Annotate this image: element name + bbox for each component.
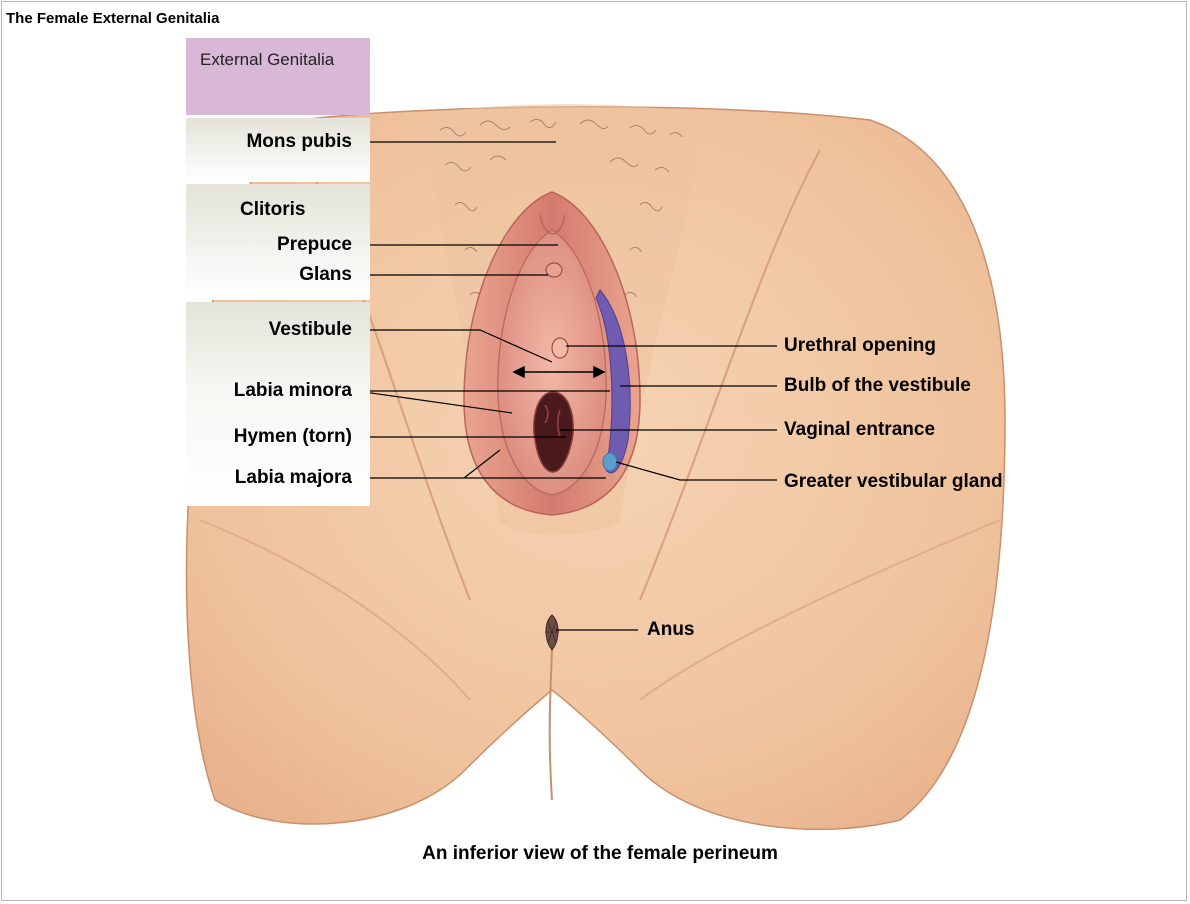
- label-labia-minora: Labia minora: [233, 380, 352, 401]
- label-greater-vestibular-gland: Greater vestibular gland: [784, 471, 1003, 492]
- slide-title: The Female External Genitalia: [6, 10, 220, 27]
- labia-minora-shape: [497, 229, 607, 496]
- urethral-opening-shape: [551, 337, 569, 359]
- prepuce-shape: [539, 214, 566, 235]
- greater-vestibular-gland-shape: [602, 452, 618, 472]
- bulb-of-vestibule-shape: [595, 289, 631, 474]
- panel-segment-mons: [186, 118, 370, 182]
- leader-lines: [356, 141, 777, 631]
- label-bulb-of-vestibule: Bulb of the vestibule: [784, 375, 971, 396]
- label-glans: Glans: [299, 264, 352, 285]
- panel-header-text: External Genitalia: [200, 50, 335, 69]
- panel-header: External Genitalia: [186, 38, 370, 115]
- label-labia-majora: Labia majora: [234, 467, 352, 488]
- figure-caption: An inferior view of the female perineum: [422, 843, 778, 864]
- label-clitoris: Clitoris: [240, 199, 306, 220]
- label-urethral-opening: Urethral opening: [784, 335, 937, 356]
- panel-segment-clitoris: [186, 184, 370, 300]
- vestibule-arrow: [512, 365, 606, 379]
- label-vestibule: Vestibule: [268, 319, 352, 340]
- label-hymen: Hymen (torn): [233, 426, 352, 447]
- glans-shape: [545, 262, 563, 278]
- label-vaginal-entrance: Vaginal entrance: [784, 419, 936, 440]
- panel-segment-vestibule: [186, 302, 370, 506]
- label-mons-pubis: Mons pubis: [246, 131, 352, 152]
- label-anus: Anus: [647, 619, 695, 640]
- label-prepuce: Prepuce: [277, 234, 352, 255]
- vaginal-entrance-shape: [533, 391, 574, 473]
